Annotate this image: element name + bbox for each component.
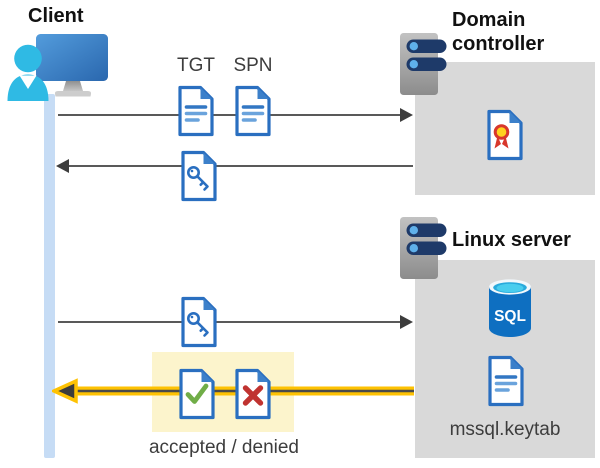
arrowhead-right-icon — [400, 108, 413, 122]
arrow-client-to-dc — [58, 107, 413, 123]
sql-database-icon: SQL — [489, 279, 531, 337]
arrow-shaft — [65, 165, 413, 167]
client-lifeline — [44, 94, 55, 458]
arrow-shaft — [58, 321, 404, 323]
accepted-denied-label: accepted / denied — [148, 437, 299, 458]
keytab-filename-label: mssql.keytab — [449, 419, 561, 440]
accepted-check-document-icon — [177, 368, 217, 420]
domain-controller-server-icon — [399, 32, 449, 96]
denied-cross-document-icon — [233, 368, 273, 420]
arrow-dc-to-client — [56, 158, 413, 174]
certificate-document-icon — [485, 109, 525, 161]
arrowhead-left-icon — [56, 159, 69, 173]
arrow-client-to-linux — [58, 314, 413, 330]
linux-server-title: Linux server — [452, 229, 571, 251]
linux-server-icon — [399, 216, 449, 280]
tgt-document-icon — [176, 85, 216, 137]
key-document-icon — [179, 150, 219, 202]
tgt-label: TGT — [177, 55, 215, 76]
domain-controller-title: Domain controller — [452, 9, 545, 55]
user-icon — [14, 44, 42, 73]
arrowhead-right-icon — [400, 315, 413, 329]
spn-label: SPN — [233, 55, 273, 76]
spn-document-icon — [233, 85, 273, 137]
monitor-icon — [36, 34, 108, 81]
keytab-document-icon — [486, 355, 526, 407]
client-workstation-icon — [7, 34, 108, 101]
arrowhead-left-icon — [52, 378, 78, 404]
client-title: Client — [28, 5, 84, 27]
sql-badge-text: SQL — [494, 308, 526, 325]
arrow-shaft — [58, 114, 404, 116]
key-document-icon — [179, 296, 219, 348]
